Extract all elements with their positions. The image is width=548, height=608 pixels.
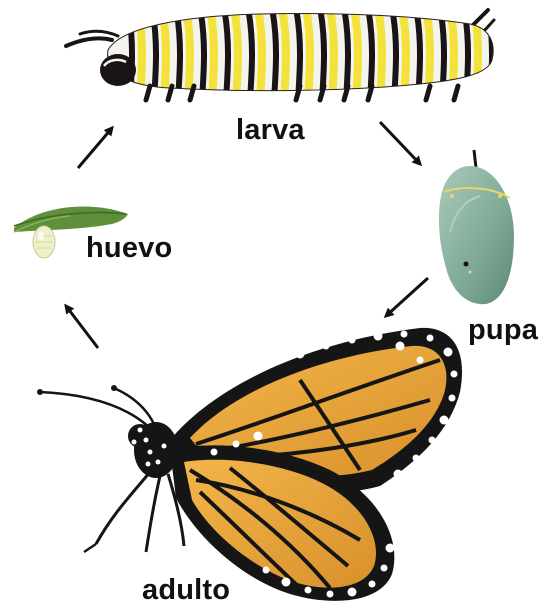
arrow-huevo-to-larva bbox=[78, 128, 112, 168]
stage-label-adulto: adulto bbox=[142, 576, 230, 605]
butterfly-image bbox=[37, 328, 462, 601]
stage-label-larva: larva bbox=[236, 116, 305, 145]
arrow-adulto-to-huevo bbox=[66, 306, 98, 348]
stage-label-huevo: huevo bbox=[86, 234, 172, 263]
chrysalis-image bbox=[439, 150, 514, 304]
caterpillar-image bbox=[66, 8, 502, 100]
arrow-larva-to-pupa bbox=[380, 122, 420, 164]
stage-label-pupa: pupa bbox=[468, 316, 538, 345]
arrow-pupa-to-adulto bbox=[386, 278, 428, 316]
